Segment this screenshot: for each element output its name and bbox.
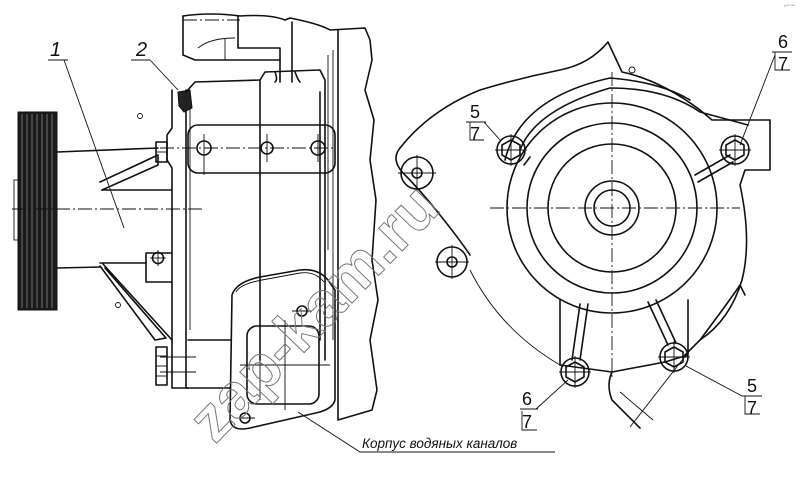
pulley (13, 111, 58, 311)
callout-6-7-upper: 6 7 (739, 32, 792, 146)
bolt-5-lower (658, 341, 690, 373)
bolt-5-upper (495, 134, 527, 166)
svg-text:7: 7 (470, 124, 480, 144)
bolt-6-upper (719, 134, 751, 166)
caption-water-channel-housing: Корпус водяных каналов (362, 436, 517, 451)
svg-text:7: 7 (778, 54, 788, 74)
svg-text:6: 6 (778, 32, 788, 52)
callout-1: 1 (50, 39, 61, 61)
svg-text:5: 5 (747, 376, 757, 396)
callout-5-7-lower: 5 7 (685, 365, 762, 418)
water-channel-housing (229, 268, 336, 430)
corner-mark: ×ⁿⁿ ⁿⁿⁿ (784, 3, 795, 8)
svg-text:5: 5 (470, 102, 480, 122)
callout-2: 2 (135, 39, 147, 61)
svg-text:7: 7 (522, 412, 532, 432)
callout-5-7-upper: 5 7 (466, 102, 501, 144)
svg-text:7: 7 (747, 398, 757, 418)
side-view: 1 2 Корпус водяных каналов (12, 13, 555, 453)
svg-text:6: 6 (522, 389, 532, 409)
callout-6-7-lower: 6 7 (520, 379, 569, 432)
front-view: 5 7 6 7 6 7 5 7 (395, 32, 792, 432)
watermark: zap-kam.ru (175, 171, 452, 454)
bolt-6-lower (559, 356, 591, 388)
